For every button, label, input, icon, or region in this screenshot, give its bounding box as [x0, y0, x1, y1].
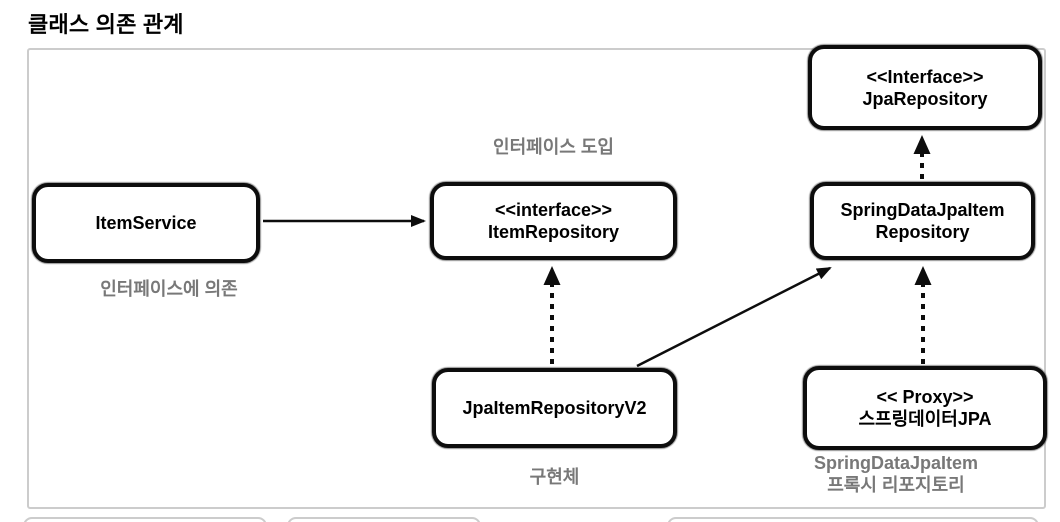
node-springdatajpaitemrepository: SpringDataJpaItem Repository — [810, 182, 1035, 260]
page-title: 클래스 의존 관계 — [28, 12, 184, 37]
node-itemrepository-label: ItemRepository — [487, 222, 620, 242]
node-itemservice: ItemService — [32, 183, 260, 263]
annotation-interface-introduction: 인터페이스 도입 — [493, 137, 614, 157]
annotation-proxy-repository-line2: 프록시 리포지토리 — [827, 475, 965, 495]
node-jparepository-label: JpaRepository — [862, 88, 988, 109]
node-itemrepository-stereotype: <<interface>> — [494, 200, 613, 220]
annotation-proxy-repository: SpringDataJpaItem 프록시 리포지토리 — [770, 452, 1022, 496]
node-springdata-proxy: << Proxy>> 스프링데이터JPA — [803, 366, 1047, 450]
annotation-implementation: 구현체 — [529, 467, 580, 487]
annotation-depends-on-interface: 인터페이스에 의존 — [100, 279, 238, 299]
node-springdatajpaitemrepository-label-line2: Repository — [875, 222, 970, 242]
node-jparepository-stereotype: <<Interface>> — [866, 66, 984, 87]
node-springdatajpaitemrepository-label-line1: SpringDataJpaItem — [840, 200, 1005, 220]
node-springdata-proxy-label: 스프링데이터JPA — [858, 409, 992, 429]
cutoff-box-right — [667, 517, 1039, 522]
node-itemservice-label: ItemService — [95, 213, 197, 233]
cutoff-box-left — [23, 517, 267, 522]
node-jpaitemrepositoryv2: JpaItemRepositoryV2 — [432, 368, 677, 448]
annotation-proxy-repository-line1: SpringDataJpaItem — [813, 453, 979, 473]
cutoff-box-middle — [287, 517, 481, 522]
node-jparepository: <<Interface>> JpaRepository — [808, 45, 1042, 130]
node-jpaitemrepositoryv2-label: JpaItemRepositoryV2 — [462, 398, 647, 418]
node-itemrepository: <<interface>> ItemRepository — [430, 182, 677, 260]
node-springdata-proxy-stereotype: << Proxy>> — [876, 387, 974, 407]
